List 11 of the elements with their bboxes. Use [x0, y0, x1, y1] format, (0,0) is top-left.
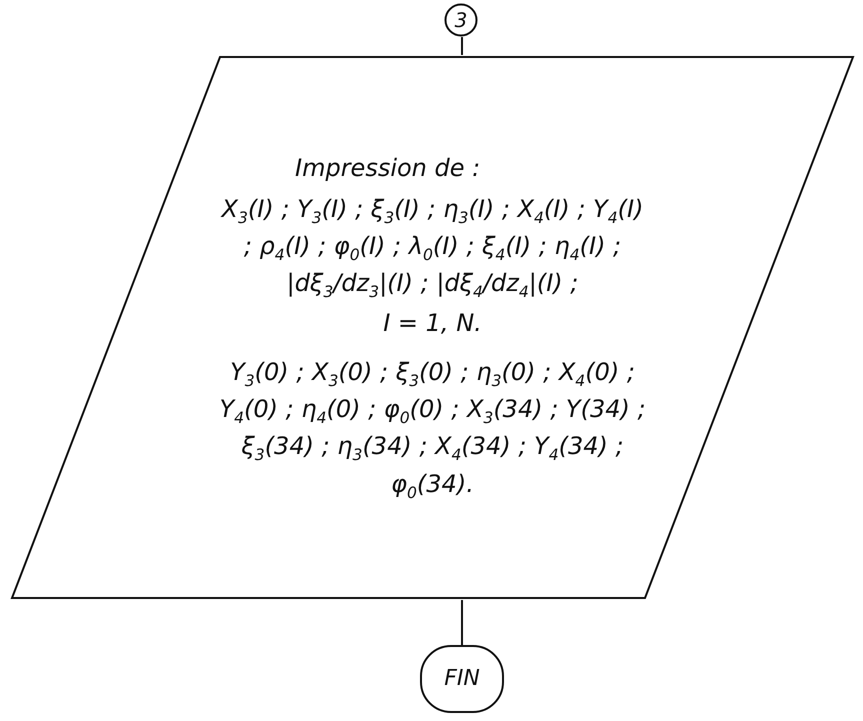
range-text: I = 1, N.	[383, 308, 482, 339]
connector-line	[461, 37, 463, 55]
variable-list: Y$_{3}$(0) ; X$_{3}$(0) ; ξ$_{3}$(0) ; η$_{3}$(0) ; X$_{4}$(0) ; Y$_{4}$(0) ; η$_{4}$(0) ; φ$_{0}$(0) ; X$_{3}$(34) ; Y(34) ; ξ$_{3}$(34) ; η$_{3}$(34) ; X$_{4}$(34) ; Y$_{4}$(34) ; φ$_{0}$(34).	[215, 354, 650, 504]
terminal-box	[420, 645, 504, 713]
connector-circle	[444, 3, 478, 37]
heading-text: Impression de :	[295, 152, 480, 184]
variable-list: X$_{3}$(I) ; Y$_{3}$(I) ; ξ$_{3}$(I) ; η$_{3}$(I) ; X$_{4}$(I) ; Y$_{4}$(I) ; ρ$_{4}$(I) ; φ$_{0}$(I) ; λ$_{0}$(I) ; ξ$_{4}$(I) ; η$_{4}$(I) ; |dξ$_{3}$/dz$_{3}$|(I) ; |dξ$_{4}$/dz$_{4}$|(I) ;	[215, 192, 650, 304]
connector-line	[461, 600, 463, 645]
input-output-parallelogram	[10, 55, 855, 600]
connector-number: 3	[454, 6, 468, 34]
terminal-label: FIN	[444, 665, 480, 694]
